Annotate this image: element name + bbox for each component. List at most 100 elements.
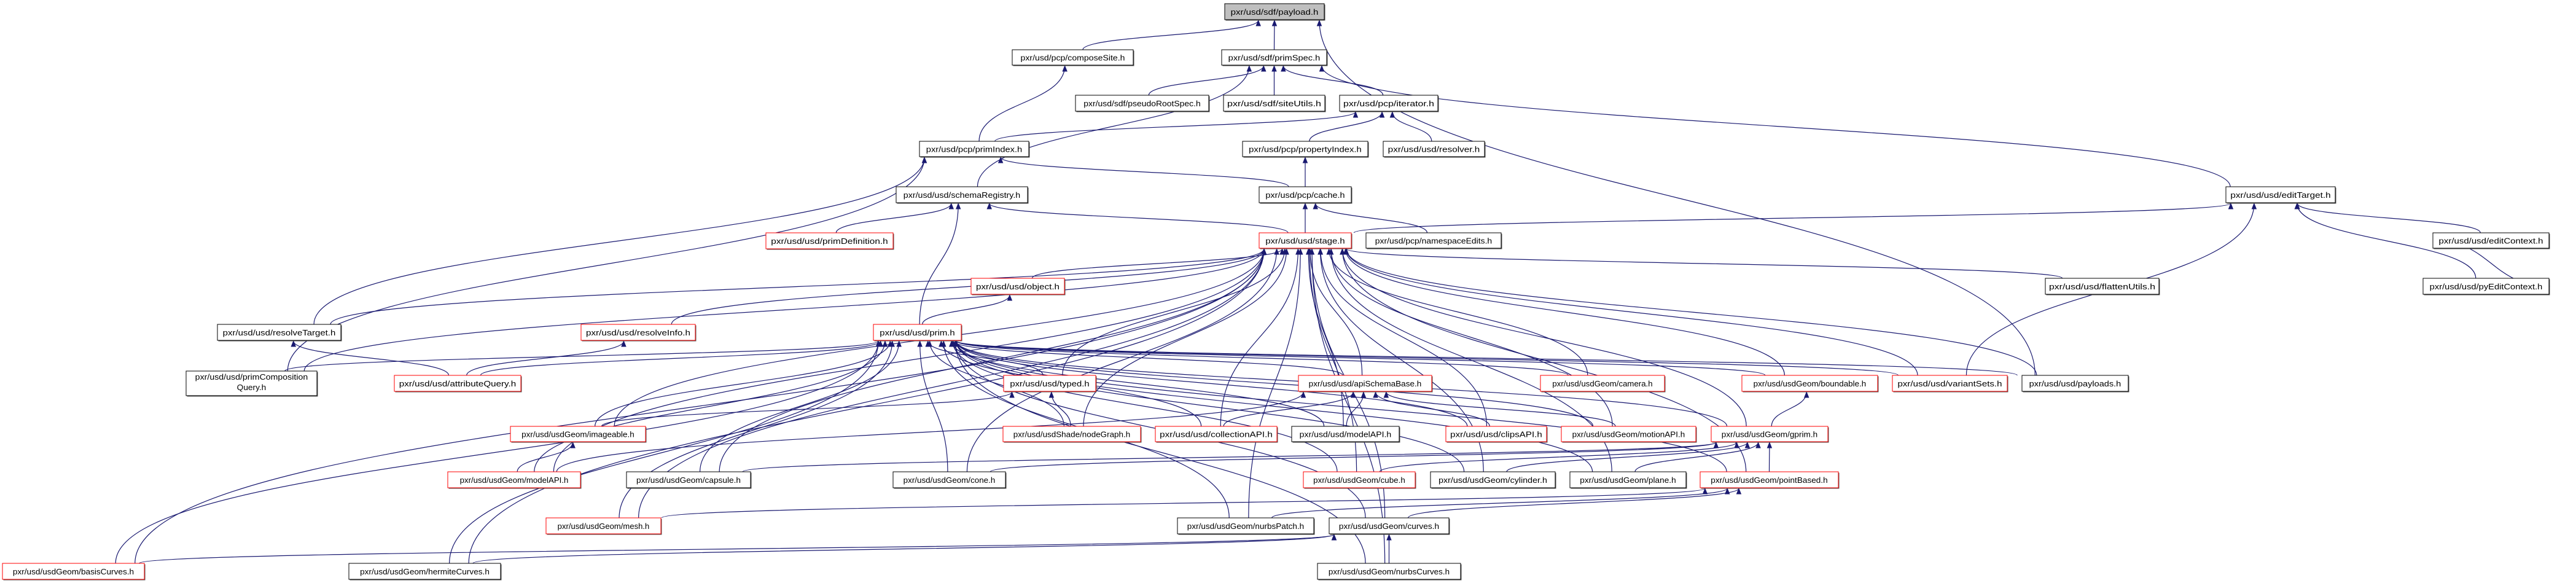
node-primDefinition[interactable]: pxr/usd/usd/primDefinition.h bbox=[765, 232, 894, 250]
node-label: pxr/usd/usdGeom/mesh.h bbox=[558, 522, 650, 531]
node-label: pxr/usd/usd/payloads.h bbox=[2029, 379, 2121, 388]
edge-gprim-to-boundable bbox=[1771, 391, 1809, 427]
edge-camera-to-prim bbox=[954, 340, 1569, 376]
node-label: pxr/usd/usdGeom/imageable.h bbox=[521, 430, 634, 439]
node-boundable[interactable]: pxr/usd/usdGeom/boundable.h bbox=[1741, 375, 1879, 393]
node-label: pxr/usd/usd/prim.h bbox=[880, 328, 954, 337]
node-variantSets[interactable]: pxr/usd/usd/variantSets.h bbox=[1892, 375, 2008, 393]
edge-geomModelAPI-to-imageable bbox=[517, 441, 576, 472]
node-label: pxr/usd/pcp/primIndex.h bbox=[926, 145, 1022, 154]
edge-resolveTarget-to-stage bbox=[330, 248, 1267, 325]
node-box bbox=[2432, 232, 2550, 249]
edge-variantSets-to-stage bbox=[1343, 248, 1918, 376]
node-nurbsCurves[interactable]: pxr/usd/usdGeom/nurbsCurves.h bbox=[1317, 563, 1462, 581]
node-geomModelAPI[interactable]: pxr/usd/usdGeom/modelAPI.h bbox=[447, 471, 582, 489]
node-stage[interactable]: pxr/usd/usd/stage.h bbox=[1259, 232, 1352, 249]
node-object[interactable]: pxr/usd/usd/object.h bbox=[970, 278, 1066, 295]
node-siteUtils[interactable]: pxr/usd/sdf/siteUtils.h bbox=[1223, 95, 1326, 112]
node-apiSchemaBase[interactable]: pxr/usd/usd/apiSchemaBase.h bbox=[1298, 375, 1433, 393]
node-attributeQuery[interactable]: pxr/usd/usd/attributeQuery.h bbox=[394, 375, 522, 393]
node-mesh[interactable]: pxr/usd/usdGeom/mesh.h bbox=[545, 517, 662, 535]
node-box bbox=[1291, 426, 1400, 442]
edge-stage-to-editTarget bbox=[1353, 202, 2233, 233]
node-box bbox=[2045, 278, 2160, 295]
node-plane[interactable]: pxr/usd/usdGeom/plane.h bbox=[1569, 471, 1687, 489]
node-box bbox=[1711, 426, 1829, 442]
node-box bbox=[1259, 186, 1352, 203]
edge-editTarget-to-primSpec bbox=[1319, 65, 2231, 187]
node-cache[interactable]: pxr/usd/pcp/cache.h bbox=[1259, 186, 1352, 204]
node-propertyIndex[interactable]: pxr/usd/pcp/propertyIndex.h bbox=[1242, 141, 1369, 158]
node-label: pxr/usd/usdGeom/nurbsCurves.h bbox=[1329, 567, 1450, 576]
node-motionAPI[interactable]: pxr/usd/usdGeom/motionAPI.h bbox=[1561, 426, 1697, 443]
node-resolver[interactable]: pxr/usd/usd/resolver.h bbox=[1383, 141, 1486, 158]
node-imageable[interactable]: pxr/usd/usdGeom/imageable.h bbox=[510, 426, 647, 443]
node-label: pxr/usd/sdf/payload.h bbox=[1231, 7, 1319, 17]
node-box bbox=[1445, 426, 1547, 442]
node-editTarget[interactable]: pxr/usd/usd/editTarget.h bbox=[2225, 186, 2336, 204]
edge-mesh-to-prim bbox=[619, 340, 895, 518]
node-clipsAPI[interactable]: pxr/usd/usd/clipsAPI.h bbox=[1445, 426, 1548, 443]
node-resolveInfo[interactable]: pxr/usd/usd/resolveInfo.h bbox=[580, 324, 697, 342]
node-box bbox=[2021, 375, 2129, 392]
node-capsule[interactable]: pxr/usd/usdGeom/capsule.h bbox=[626, 471, 752, 489]
node-label: pxr/usd/usd/stage.h bbox=[1265, 237, 1345, 246]
node-schemaRegistry[interactable]: pxr/usd/usd/schemaRegistry.h bbox=[896, 186, 1029, 204]
node-label: pxr/usd/usdGeom/hermiteCurves.h bbox=[360, 567, 490, 576]
node-pointBased[interactable]: pxr/usd/usdGeom/pointBased.h bbox=[1700, 471, 1840, 489]
node-basisCurves[interactable]: pxr/usd/usdGeom/basisCurves.h bbox=[2, 563, 146, 581]
edge-prim-to-schemaRegistry bbox=[919, 202, 961, 325]
node-namespaceEdits[interactable]: pxr/usd/pcp/namespaceEdits.h bbox=[1365, 232, 1502, 249]
node-box bbox=[1383, 141, 1485, 157]
node-curves[interactable]: pxr/usd/usdGeom/curves.h bbox=[1329, 517, 1450, 535]
edge-motionAPI-to-stage bbox=[1328, 248, 1613, 427]
node-box bbox=[348, 563, 501, 580]
node-box bbox=[1700, 471, 1839, 488]
node-label: pxr/usd/pcp/composeSite.h bbox=[1021, 53, 1125, 63]
node-nurbsPatch[interactable]: pxr/usd/usdGeom/nurbsPatch.h bbox=[1177, 517, 1315, 535]
edge-primCompositionQuery-to-stage bbox=[303, 248, 1267, 372]
edge-motionAPI-to-apiSchemaBase bbox=[1383, 391, 1616, 427]
edge-cone-to-gprim bbox=[989, 441, 1719, 472]
node-gprim[interactable]: pxr/usd/usdGeom/gprim.h bbox=[1711, 426, 1829, 443]
node-primSpec[interactable]: pxr/usd/sdf/primSpec.h bbox=[1221, 49, 1328, 66]
node-nodeGraph[interactable]: pxr/usd/usdShade/nodeGraph.h bbox=[1002, 426, 1142, 443]
node-primIndex[interactable]: pxr/usd/pcp/primIndex.h bbox=[919, 141, 1030, 158]
node-pseudoRootSpec[interactable]: pxr/usd/sdf/pseudoRootSpec.h bbox=[1075, 95, 1210, 112]
node-label: pxr/usd/usd/primDefinition.h bbox=[771, 237, 888, 246]
node-cone[interactable]: pxr/usd/usdGeom/cone.h bbox=[892, 471, 1007, 489]
edge-basisCurves-to-prim bbox=[115, 340, 881, 564]
node-cylinder[interactable]: pxr/usd/usdGeom/cylinder.h bbox=[1430, 471, 1556, 489]
edge-object-to-stage bbox=[1031, 248, 1285, 279]
node-typed[interactable]: pxr/usd/usd/typed.h bbox=[1003, 375, 1097, 393]
node-resolveTarget[interactable]: pxr/usd/usd/resolveTarget.h bbox=[217, 324, 342, 342]
node-flattenUtils[interactable]: pxr/usd/usd/flattenUtils.h bbox=[2045, 278, 2160, 295]
node-editContext[interactable]: pxr/usd/usd/editContext.h bbox=[2432, 232, 2550, 249]
edge-attributeQuery-to-prim bbox=[480, 340, 883, 376]
node-label: pxr/usd/usd/schemaRegistry.h bbox=[904, 190, 1020, 200]
edge-imageable-to-typed bbox=[601, 391, 1015, 427]
node-pyEditContext[interactable]: pxr/usd/usd/pyEditContext.h bbox=[2422, 278, 2550, 295]
node-label: pxr/usd/usdGeom/cylinder.h bbox=[1438, 475, 1547, 485]
edge-clipsAPI-to-stage bbox=[1317, 248, 1488, 427]
node-iterator[interactable]: pxr/usd/pcp/iterator.h bbox=[1339, 95, 1439, 112]
edge-nurbsCurves-to-stage bbox=[1309, 248, 1386, 564]
node-label: pxr/usd/pcp/namespaceEdits.h bbox=[1375, 237, 1492, 246]
node-box bbox=[896, 186, 1028, 203]
node-box bbox=[2225, 186, 2336, 203]
node-payloads[interactable]: pxr/usd/usd/payloads.h bbox=[2021, 375, 2129, 393]
node-camera[interactable]: pxr/usd/usdGeom/camera.h bbox=[1540, 375, 1666, 393]
node-composeSite[interactable]: pxr/usd/pcp/composeSite.h bbox=[1012, 49, 1134, 66]
edge-cylinder-to-gprim bbox=[1506, 441, 1751, 472]
node-box bbox=[217, 324, 342, 341]
node-label: pxr/usd/pcp/propertyIndex.h bbox=[1249, 145, 1362, 154]
node-cube[interactable]: pxr/usd/usdGeom/cube.h bbox=[1303, 471, 1416, 489]
edge-typed-to-prim bbox=[925, 340, 1044, 376]
node-modelAPI[interactable]: pxr/usd/usd/modelAPI.h bbox=[1291, 426, 1400, 443]
edge-attributeQuery-to-resolveInfo bbox=[466, 340, 626, 376]
node-collectionAPI[interactable]: pxr/usd/usd/collectionAPI.h bbox=[1155, 426, 1278, 443]
node-prim[interactable]: pxr/usd/usd/prim.h bbox=[873, 324, 962, 342]
node-hermiteCurves[interactable]: pxr/usd/usdGeom/hermiteCurves.h bbox=[348, 563, 502, 581]
node-payload[interactable]: pxr/usd/sdf/payload.h bbox=[1224, 3, 1325, 21]
